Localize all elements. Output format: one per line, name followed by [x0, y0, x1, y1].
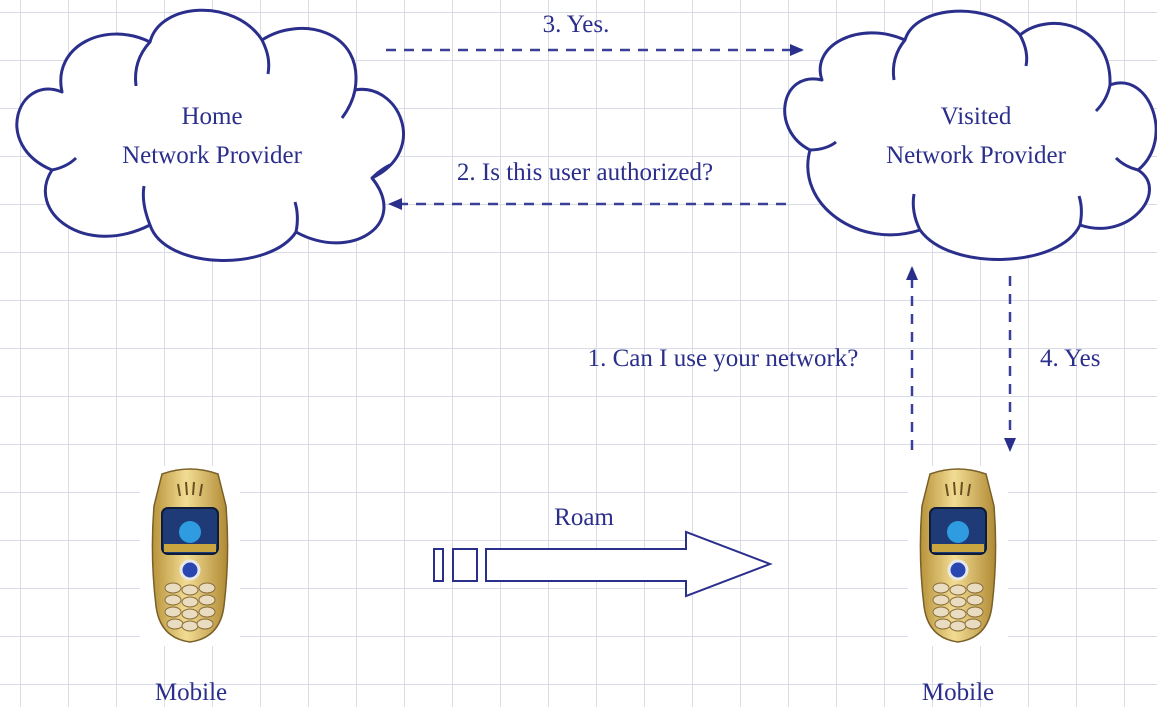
home-cloud-label-line1: Home [181, 103, 243, 130]
mobile-phone-left [140, 466, 240, 646]
mobile-label-left: Mobile [154, 679, 228, 706]
message-step3: 3. Yes. [542, 11, 610, 38]
roam-label: Roam [554, 504, 614, 531]
message-step1: 1. Can I use your network? [587, 345, 859, 372]
mobile-phone-right [908, 466, 1008, 646]
message-step4: 4. Yes [1040, 345, 1101, 372]
home-cloud-label-line2: Network Provider [122, 142, 302, 169]
message-step2: 2. Is this user authorized? [456, 159, 714, 186]
roam-arrow [433, 530, 773, 598]
mobile-label-right: Mobile [921, 679, 995, 706]
visited-network-cloud [783, 9, 1157, 261]
visited-cloud-label-line2: Network Provider [886, 142, 1066, 169]
home-network-cloud [15, 8, 405, 262]
visited-cloud-label-line1: Visited [940, 103, 1012, 130]
